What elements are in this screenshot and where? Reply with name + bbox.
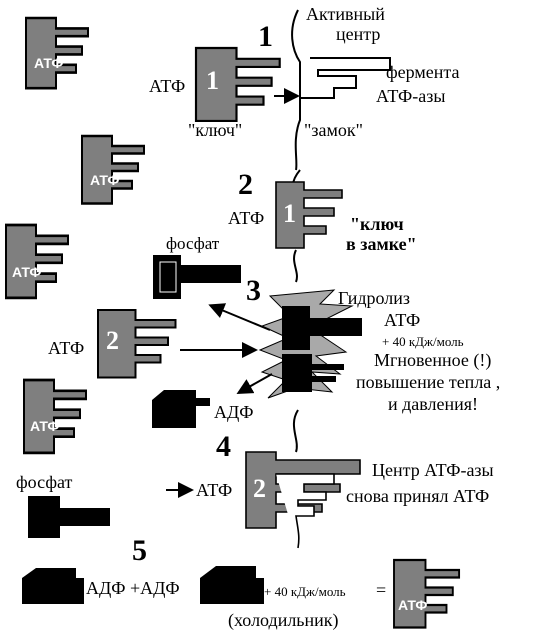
- atp-molecule-step3: [97, 309, 177, 379]
- adp-plus-adp-label: АДФ +АДФ: [86, 578, 180, 598]
- atp-label-left-4: АТФ: [30, 418, 60, 434]
- molecule-number-step2: 1: [283, 199, 296, 228]
- equals-sign: =: [376, 580, 387, 600]
- atp-molecule-result: [393, 558, 461, 629]
- instant-line1: Мгновенное (!): [374, 350, 492, 370]
- active-center-line1: Активный: [306, 4, 385, 24]
- active-center-line2: центр: [336, 24, 381, 44]
- active-center-line3: фермента: [386, 62, 460, 82]
- energy-label-step5: + 40 кДж/моль: [264, 584, 346, 599]
- instant-line2: повышение тепла ,: [356, 372, 501, 392]
- atp-label-step1: АТФ: [149, 76, 186, 96]
- atp-label-left-3: АТФ: [12, 264, 42, 280]
- center-again-line1: Центр АТФ-азы: [372, 460, 494, 480]
- step-number-2: 2: [238, 168, 253, 201]
- hydrolysis-line1: Гидролиз: [338, 288, 410, 308]
- adp-block-step5-a: [22, 568, 84, 604]
- adp-block-step5-b: [200, 566, 264, 604]
- phosphate-block-step4: [28, 496, 110, 538]
- instant-line3: и давления!: [388, 394, 479, 414]
- arrow-to-phosphate: [208, 303, 271, 331]
- atp-molecule-top-left: [24, 16, 90, 90]
- step-number-1: 1: [258, 20, 273, 53]
- adp-label-step3: АДФ: [214, 402, 254, 422]
- atp-label-top-left: АТФ: [34, 55, 64, 71]
- hydrolysis-flash: [258, 289, 362, 399]
- enzyme-lock-step1: [291, 9, 391, 171]
- atp-molecule-left-3: [4, 223, 70, 300]
- atp-label-step3: АТФ: [48, 338, 85, 358]
- atp-label-step4: АТФ: [196, 480, 233, 500]
- arrow-to-adp: [236, 373, 273, 394]
- key-in-lock-line2: в замке": [346, 234, 417, 254]
- molecule-number-step4: 2: [253, 474, 266, 503]
- atp-key-in-lock-step2: [275, 169, 343, 283]
- active-center-line4: АТФ-азы: [376, 86, 446, 106]
- atp-label-result: АТФ: [398, 597, 428, 613]
- atp-molecule-left-4: [22, 378, 88, 455]
- atp-label-step2: АТФ: [228, 208, 265, 228]
- step-number-3: 3: [246, 274, 261, 307]
- phosphate-label-step4: фосфат: [16, 472, 73, 492]
- hydrolysis-line2: АТФ: [384, 310, 421, 330]
- center-again-line2: снова принял АТФ: [346, 486, 490, 506]
- lock-label: "замок": [304, 120, 363, 140]
- atp-label-left-2: АТФ: [90, 172, 120, 188]
- atp-molecule-left-2: [80, 134, 146, 205]
- key-label: "ключ": [188, 120, 243, 140]
- adp-block-step3: [152, 390, 210, 428]
- phosphate-block-step3: [153, 255, 241, 299]
- atp-key-step1: [194, 46, 281, 122]
- molecule-number-step3: 2: [106, 326, 119, 355]
- energy-label-step3: + 40 кДж/моль: [382, 334, 464, 349]
- step-number-4: 4: [216, 430, 231, 463]
- molecule-number-step1: 1: [206, 66, 219, 95]
- atp-key-in-lock-step4: [245, 409, 361, 549]
- fridge-label: (холодильник): [228, 610, 339, 630]
- key-in-lock-line1: "ключ: [350, 214, 404, 234]
- step-number-5: 5: [132, 534, 147, 567]
- phosphate-label-step3: фосфат: [166, 234, 220, 253]
